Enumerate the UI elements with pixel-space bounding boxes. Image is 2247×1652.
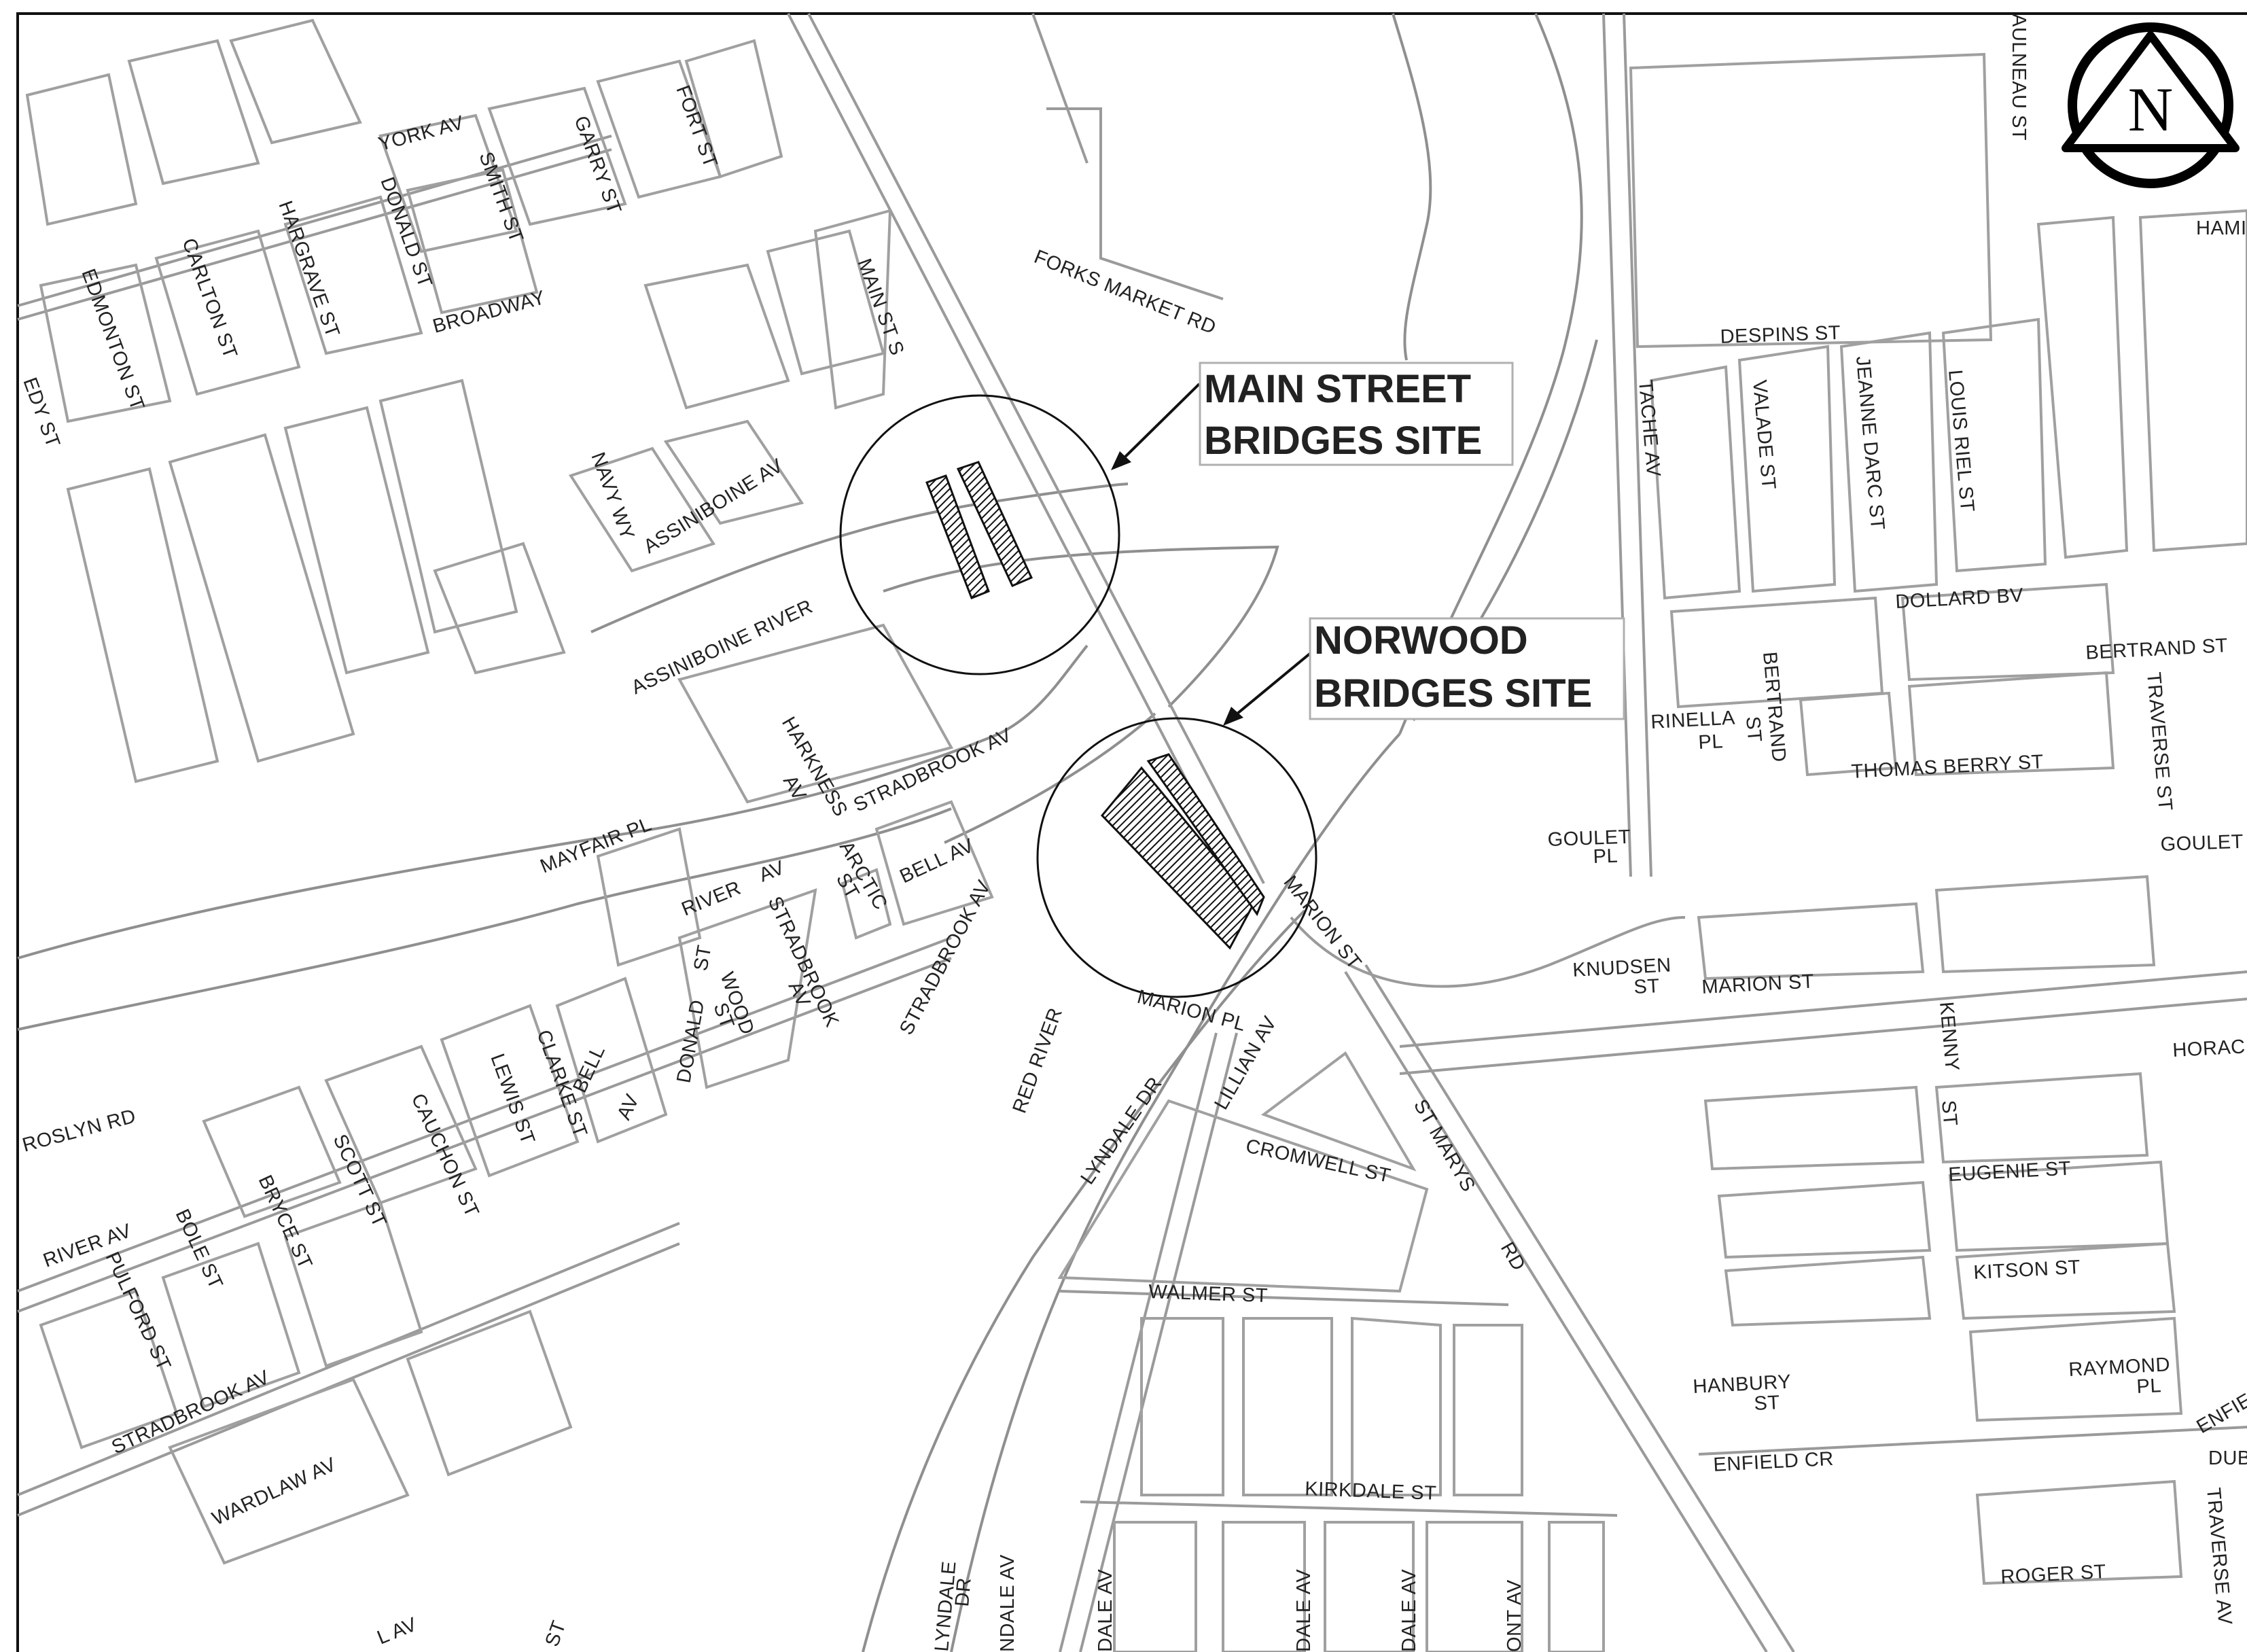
label-rinella-pl-b: PL [1698,731,1724,754]
label-enfield-frag: ENFIE [2193,1389,2247,1438]
north-arrow-icon: N [2062,22,2240,188]
label-york-av: YORK AV [376,112,467,156]
label-lyndale-dr-2b: DR [951,1577,976,1608]
callout-main-street: MAIN STREET BRIDGES SITE [1199,362,1514,466]
label-cromwell-st: CROMWELL ST [1244,1136,1393,1187]
label-kitson-st: KITSON ST [1973,1256,2081,1284]
label-traverse-av: TRAVERSE AV [2202,1487,2236,1626]
label-broadway: BROADWAY [431,287,548,338]
label-st-marys-rd-b: RD [1496,1239,1529,1275]
label-jeanne-darc-st: JEANNE DARC ST [1852,355,1888,531]
label-dollard-bv: DOLLARD BV [1895,584,2024,613]
label-stradbrook-av-1: STRADBROOK AV [850,724,1015,817]
label-bell-av-1: BELL AV [896,834,977,887]
label-dub: DUB [2208,1447,2247,1469]
label-hanbury-st-a: HANBURY [1693,1371,1792,1398]
callout-norwood-line2: BRIDGES SITE [1314,671,1592,716]
main-street-bridges [925,461,1033,599]
label-stradbrook-av-3a: STRADBROOK [764,893,843,1030]
label-hamel: HAMI [2196,217,2247,239]
callout-norwood: NORWOOD BRIDGES SITE [1309,617,1625,720]
label-bertrand-st-2b: ST [1741,716,1765,743]
label-traverse-st-1: TRAVERSE ST [2142,671,2176,812]
label-bertrand-st-1: BERTRAND ST [2085,635,2229,664]
label-thomas-berry-st: THOMAS BERRY ST [1851,751,2045,783]
label-assiniboine-river: ASSINIBOINE RIVER [628,596,816,699]
label-l-av: L AV [374,1613,421,1649]
label-harkness-av-1: HARKNESS [777,714,851,821]
label-kennedy-st: EDY ST [18,374,64,451]
map-frame [16,12,2247,1652]
label-donald-st-2b: ST [690,943,715,972]
label-marion-st-2: MARION ST [1701,970,1815,998]
label-harkness-av-2: AV [779,772,811,805]
label-ont-av: ONT AV [1504,1579,1525,1652]
norwood-bridges [1100,753,1265,950]
label-goulet-st: GOULET [2160,831,2244,856]
label-goulet-pl-b: PL [1593,845,1618,868]
city-blocks [25,18,2247,1652]
label-horace: HORAC [2172,1036,2246,1061]
label-roger-st: ROGER ST [2000,1561,2107,1588]
label-knudsen-st-a: KNUDSEN [1572,954,1672,981]
label-carlton-st: CARLTON ST [177,235,241,362]
callout-main-street-line2: BRIDGES SITE [1204,419,1482,463]
label-dale-av-1: DALE AV [1095,1569,1116,1652]
norwood-site-circle [1036,717,1317,998]
callout-norwood-line1: NORWOOD [1314,618,1528,663]
label-despins-st: DESPINS ST [1720,322,1841,348]
label-valade-st: VALADE ST [1748,379,1780,491]
label-raymond-pl-b: PL [2136,1375,2162,1398]
rivers [17,13,1598,1652]
label-hanbury-st-b: ST [1754,1392,1781,1415]
label-wardlaw-av: WARDLAW AV [209,1454,339,1530]
label-st-marys-rd-a: ST MARYS [1409,1096,1479,1196]
callout-main-street-line1: MAIN STREET [1204,367,1471,411]
label-forks-market-rd: FORKS MARKET RD [1031,246,1219,339]
label-walmer-st: WALMER ST [1148,1281,1269,1307]
label-stradbrook-av-2: STRADBROOK AV [896,877,995,1038]
label-dale-av-2: DALE AV [1293,1569,1315,1652]
label-roslyn-rd: ROSLYN RD [20,1105,139,1156]
label-knudsen-st-b: ST [1633,975,1661,998]
label-red-river: RED RIVER [1009,1005,1067,1117]
label-bertrand-st-2a: BERTRAND [1758,651,1790,763]
label-kenny-st-b: ST [1937,1100,1961,1127]
label-navy-wy: NAVY WY [586,449,638,542]
label-lewis-st: LEWIS ST [486,1051,539,1147]
label-bell-av-2b: AV [613,1091,643,1123]
label-ndale-av: NDALE AV [997,1554,1019,1652]
label-aulneau-st: AULNEAU ST [2008,14,2030,141]
label-dale-av-3: DALE AV [1398,1569,1420,1652]
label-raymond-pl-a: RAYMOND [2068,1354,2171,1381]
label-kenny-st-a: KENNY [1935,1001,1963,1072]
main-street-site-circle [839,394,1120,675]
label-st-frag: ST [542,1618,571,1650]
label-kirkdale-st: KIRKDALE ST [1305,1478,1437,1505]
north-arrow-letter: N [2128,75,2173,144]
label-lyndale-dr: LYNDALE DR [1077,1073,1167,1189]
label-donald-st: DONALD ST [376,174,436,290]
label-fort-st: FORT ST [671,82,721,171]
label-cauchon-st: CAUCHON ST [407,1090,483,1220]
label-rinella-pl-a: RINELLA [1650,707,1736,733]
label-goulet-pl-a: GOULET [1547,826,1631,851]
label-edmonton-st: EDMONTON ST [77,266,148,413]
